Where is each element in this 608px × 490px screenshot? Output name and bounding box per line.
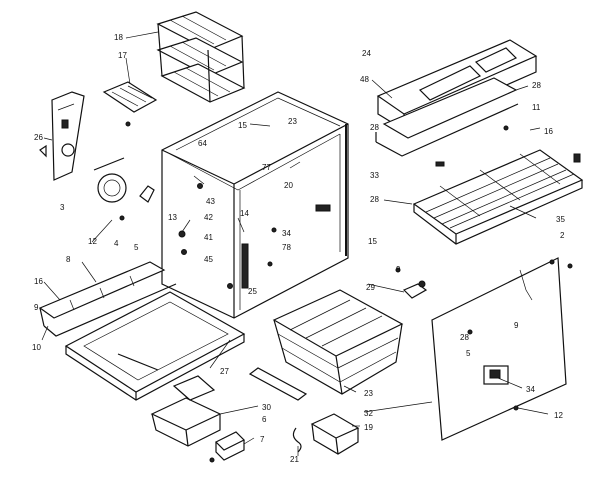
wire-shelf-rack: [156, 11, 246, 103]
callout-25: 25: [248, 287, 257, 296]
callout-9: 9: [396, 265, 401, 274]
callout-11: 11: [532, 103, 541, 112]
callout-15: 15: [238, 121, 247, 130]
callout-12: 12: [88, 237, 97, 246]
bin-19: [310, 413, 360, 455]
callout-42: 42: [204, 213, 213, 222]
callout-77: 77: [262, 163, 271, 172]
callout-64: 64: [198, 139, 207, 148]
callout-32: 32: [364, 409, 373, 418]
callout-78: 78: [282, 243, 291, 252]
callout-17: 17: [118, 51, 127, 60]
callout-20: 20: [284, 181, 293, 190]
callout-16: 16: [544, 127, 553, 136]
leader-lines: [41, 31, 549, 456]
wire-clip: [292, 427, 302, 453]
callout-28: 28: [370, 195, 379, 204]
callout-19: 19: [364, 423, 373, 432]
cover-plate: [102, 81, 158, 113]
callout-34: 34: [282, 229, 291, 238]
drawer-track: [38, 261, 177, 337]
callout-30: 30: [262, 403, 271, 412]
callout-33: 33: [370, 171, 379, 180]
wire-shelf: [412, 149, 584, 245]
callout-29: 29: [366, 283, 375, 292]
callout-27: 27: [220, 367, 229, 376]
callout-16: 16: [34, 277, 43, 286]
callout-labels: 18 17 24 48 28 11 16 26 15 64 23 20 77 4…: [32, 33, 565, 464]
callout-21: 21: [290, 455, 299, 464]
air-duct-assembly: [375, 39, 538, 157]
callout-6: 6: [262, 415, 267, 424]
callout-41: 41: [204, 233, 213, 242]
callout-14: 14: [240, 209, 249, 218]
callout-28: 28: [532, 81, 541, 90]
cabinet-liner: [161, 91, 349, 319]
callout-5: 5: [134, 243, 139, 252]
small-fittings: [209, 125, 573, 463]
control-panel-bracket: [39, 91, 85, 181]
support-rail: [248, 367, 308, 401]
back-panel: [431, 257, 567, 441]
callout-10: 10: [32, 343, 41, 352]
bin-7: [214, 431, 246, 461]
fan-motor-assembly: [93, 121, 155, 221]
callout-28: 28: [460, 333, 469, 342]
callout-34: 34: [526, 385, 535, 394]
callout-13: 13: [168, 213, 177, 222]
callout-12: 12: [554, 411, 563, 420]
callout-2: 2: [560, 231, 565, 240]
callout-26: 26: [34, 133, 43, 142]
callout-18: 18: [114, 33, 123, 42]
wire-basket: [272, 289, 404, 395]
callout-3: 3: [60, 203, 65, 212]
callout-43: 43: [206, 197, 215, 206]
bottom-tray: [64, 291, 246, 401]
callout-8: 8: [66, 255, 71, 264]
callout-28: 28: [370, 123, 379, 132]
callout-23: 23: [364, 389, 373, 398]
callout-45: 45: [204, 255, 213, 264]
callout-24: 24: [362, 49, 371, 58]
callout-23: 23: [288, 117, 297, 126]
callout-35: 35: [556, 215, 565, 224]
callout-9: 9: [514, 321, 519, 330]
callout-7: 7: [260, 435, 265, 444]
callout-48: 48: [360, 75, 369, 84]
callout-4: 4: [114, 239, 119, 248]
callout-5: 5: [466, 349, 471, 358]
callout-15: 15: [368, 237, 377, 246]
callout-9: 9: [34, 303, 39, 312]
